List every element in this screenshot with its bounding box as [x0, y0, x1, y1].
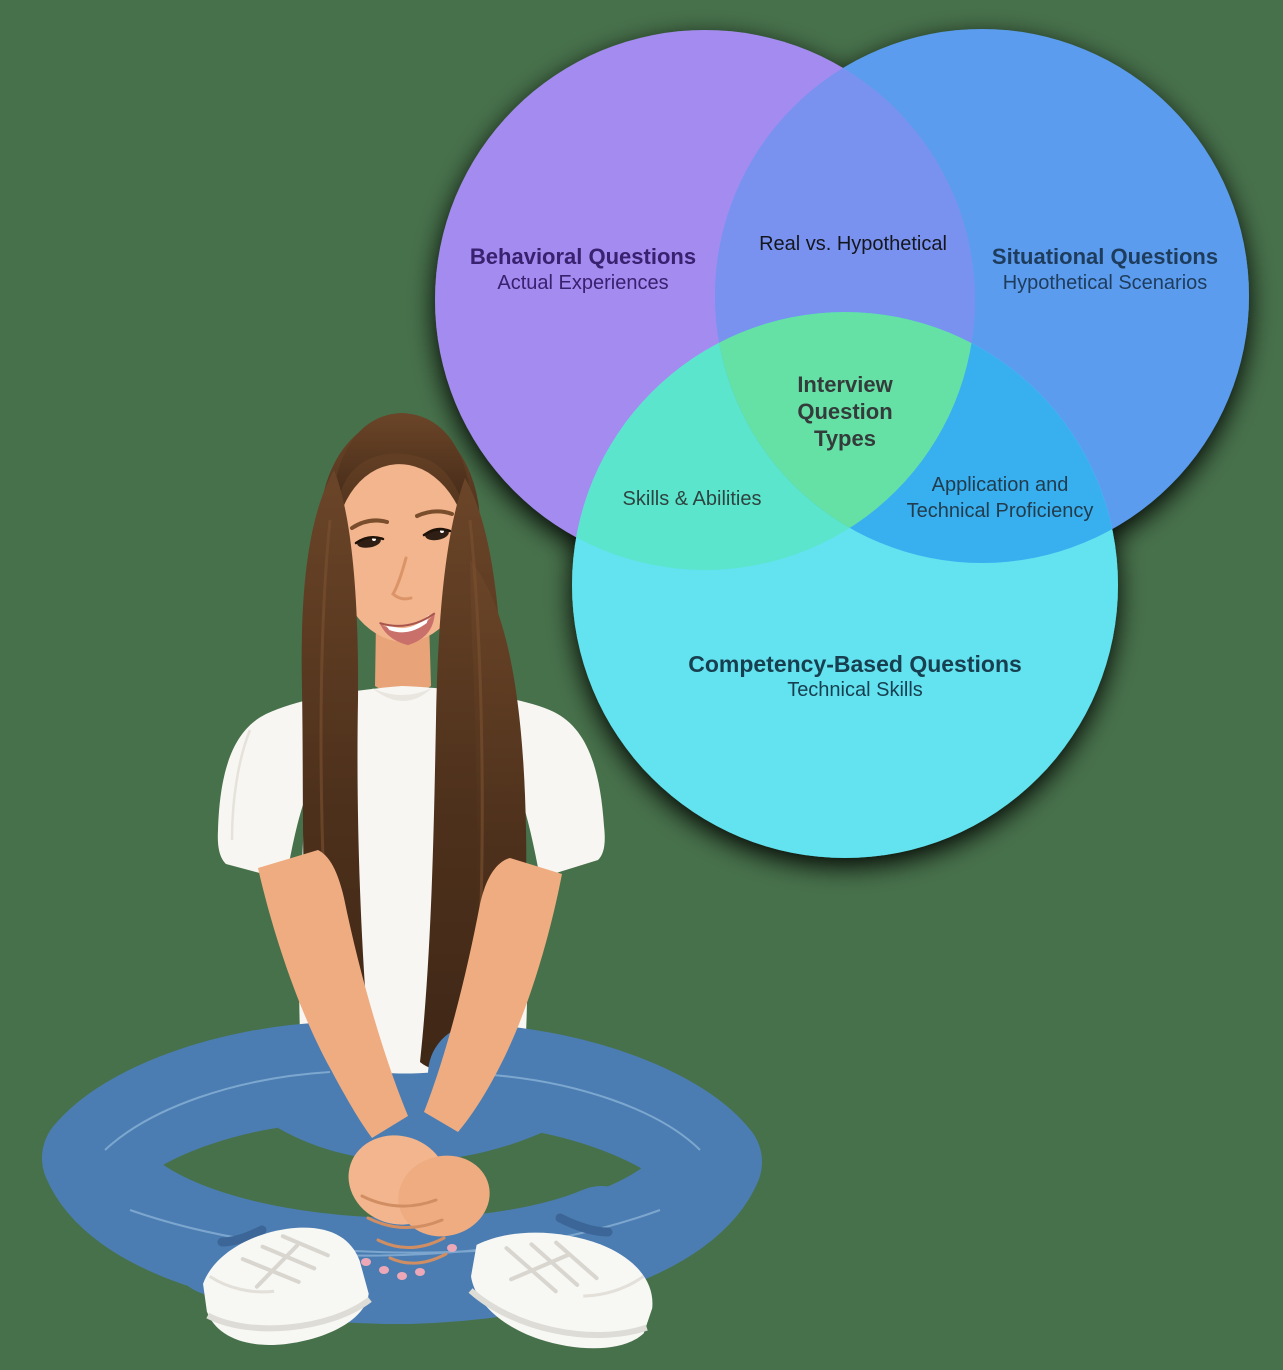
woman-eyebrows: [350, 509, 454, 530]
woman-eyes: [354, 527, 452, 548]
woman-neckline: [372, 688, 432, 701]
competency-title: Competency-Based Questions: [688, 651, 1022, 677]
behavioral-subtitle: Actual Experiences: [497, 271, 669, 294]
competency-subtitle: Technical Skills: [787, 679, 923, 702]
situational-title: Situational Questions: [991, 244, 1219, 269]
center-label: Interview Question Types: [797, 372, 893, 451]
behavioral-label: Behavioral Questions Actual Experiences: [470, 244, 696, 295]
situational-label: Situational Questions Hypothetical Scena…: [992, 244, 1218, 295]
woman-right-forearm: [258, 850, 408, 1138]
woman-hair-fringe: [332, 413, 473, 540]
woman-hands: [348, 1135, 490, 1280]
behavioral-competency-overlap-label: Skills & Abilities: [622, 488, 762, 510]
woman-jeans-cuffs: [217, 1213, 613, 1247]
behavioral-competency-overlap: [572, 312, 975, 570]
behavioral-title: Behavioral Questions: [469, 244, 697, 269]
woman-nose: [391, 556, 413, 601]
woman-mouth: [379, 612, 436, 646]
competency-label: Competency-Based Questions Technical Ski…: [688, 650, 1022, 702]
woman-left-sneaker: [203, 1227, 372, 1345]
woman-right-sneaker: [468, 1232, 653, 1349]
woman-photo: [42, 413, 762, 1349]
behavioral-situational-overlap-label: Real vs. Hypothetical: [759, 233, 947, 255]
woman-face: [334, 464, 470, 642]
situational-competency-overlap-label: Application and Technical Proficiency: [906, 474, 1094, 522]
situational-subtitle: Hypothetical Scenarios: [1002, 271, 1208, 294]
venn-diagram: [435, 29, 1249, 858]
woman-nails: [361, 1244, 457, 1280]
woman-left-forearm: [424, 858, 562, 1132]
situational-competency-overlap: [715, 312, 1118, 563]
